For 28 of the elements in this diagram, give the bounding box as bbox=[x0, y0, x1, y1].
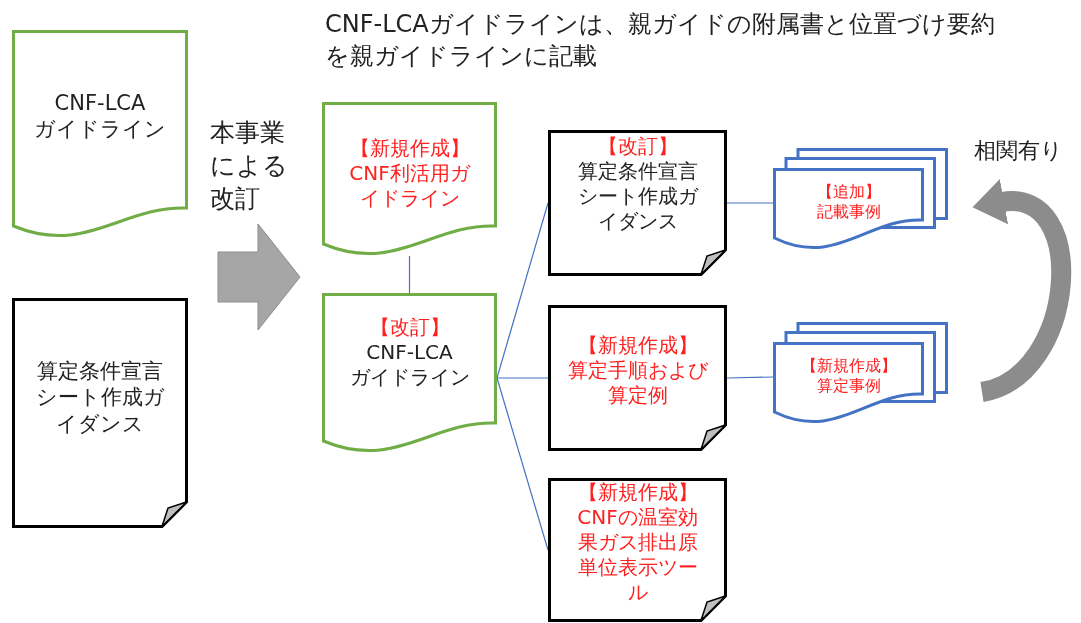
note-shape bbox=[12, 298, 188, 528]
node-text: 【改訂】 bbox=[597, 134, 678, 159]
node-text: 【新規作成】 bbox=[577, 480, 698, 505]
connector-line bbox=[408, 255, 411, 294]
node-text: 算定事例 bbox=[816, 376, 881, 396]
node-text: 【新規作成】 bbox=[800, 356, 897, 376]
node-text: 記載事例 bbox=[816, 202, 881, 222]
title: CNF-LCAガイドラインは、親ガイドの附属書と位置づけ要約を親ガイドラインに記載 bbox=[325, 9, 996, 72]
node-text: CNF-LCA ガイドライン bbox=[33, 90, 167, 143]
node-text: CNF-LCA ガイドライン bbox=[348, 340, 471, 390]
node-text: 【新規作成】 bbox=[349, 136, 470, 161]
connector-line bbox=[726, 202, 774, 204]
node-text: 算定条件宣言シート作成ガイダンス bbox=[576, 159, 699, 234]
connector-line bbox=[496, 202, 549, 379]
annotation-text: 本事業による改訂 bbox=[210, 117, 289, 215]
node-text: CNF利活用ガイドライン bbox=[348, 161, 471, 211]
node-text: 【追加】 bbox=[816, 182, 881, 202]
note-shape bbox=[548, 130, 727, 276]
node-text: 算定手順および算定例 bbox=[567, 358, 708, 408]
connector-line bbox=[496, 377, 549, 551]
node-text: 算定条件宣言シート作成ガイダンス bbox=[35, 358, 165, 437]
node-text: 【新規作成】 bbox=[577, 333, 698, 358]
note-shape bbox=[548, 478, 727, 622]
note-shape bbox=[548, 305, 727, 451]
connector-line bbox=[726, 376, 774, 379]
node-text: CNFの温室効果ガス排出原単位表示ツール bbox=[576, 505, 699, 605]
connector-line bbox=[496, 377, 549, 379]
node-text: 【改訂】 bbox=[369, 315, 450, 340]
